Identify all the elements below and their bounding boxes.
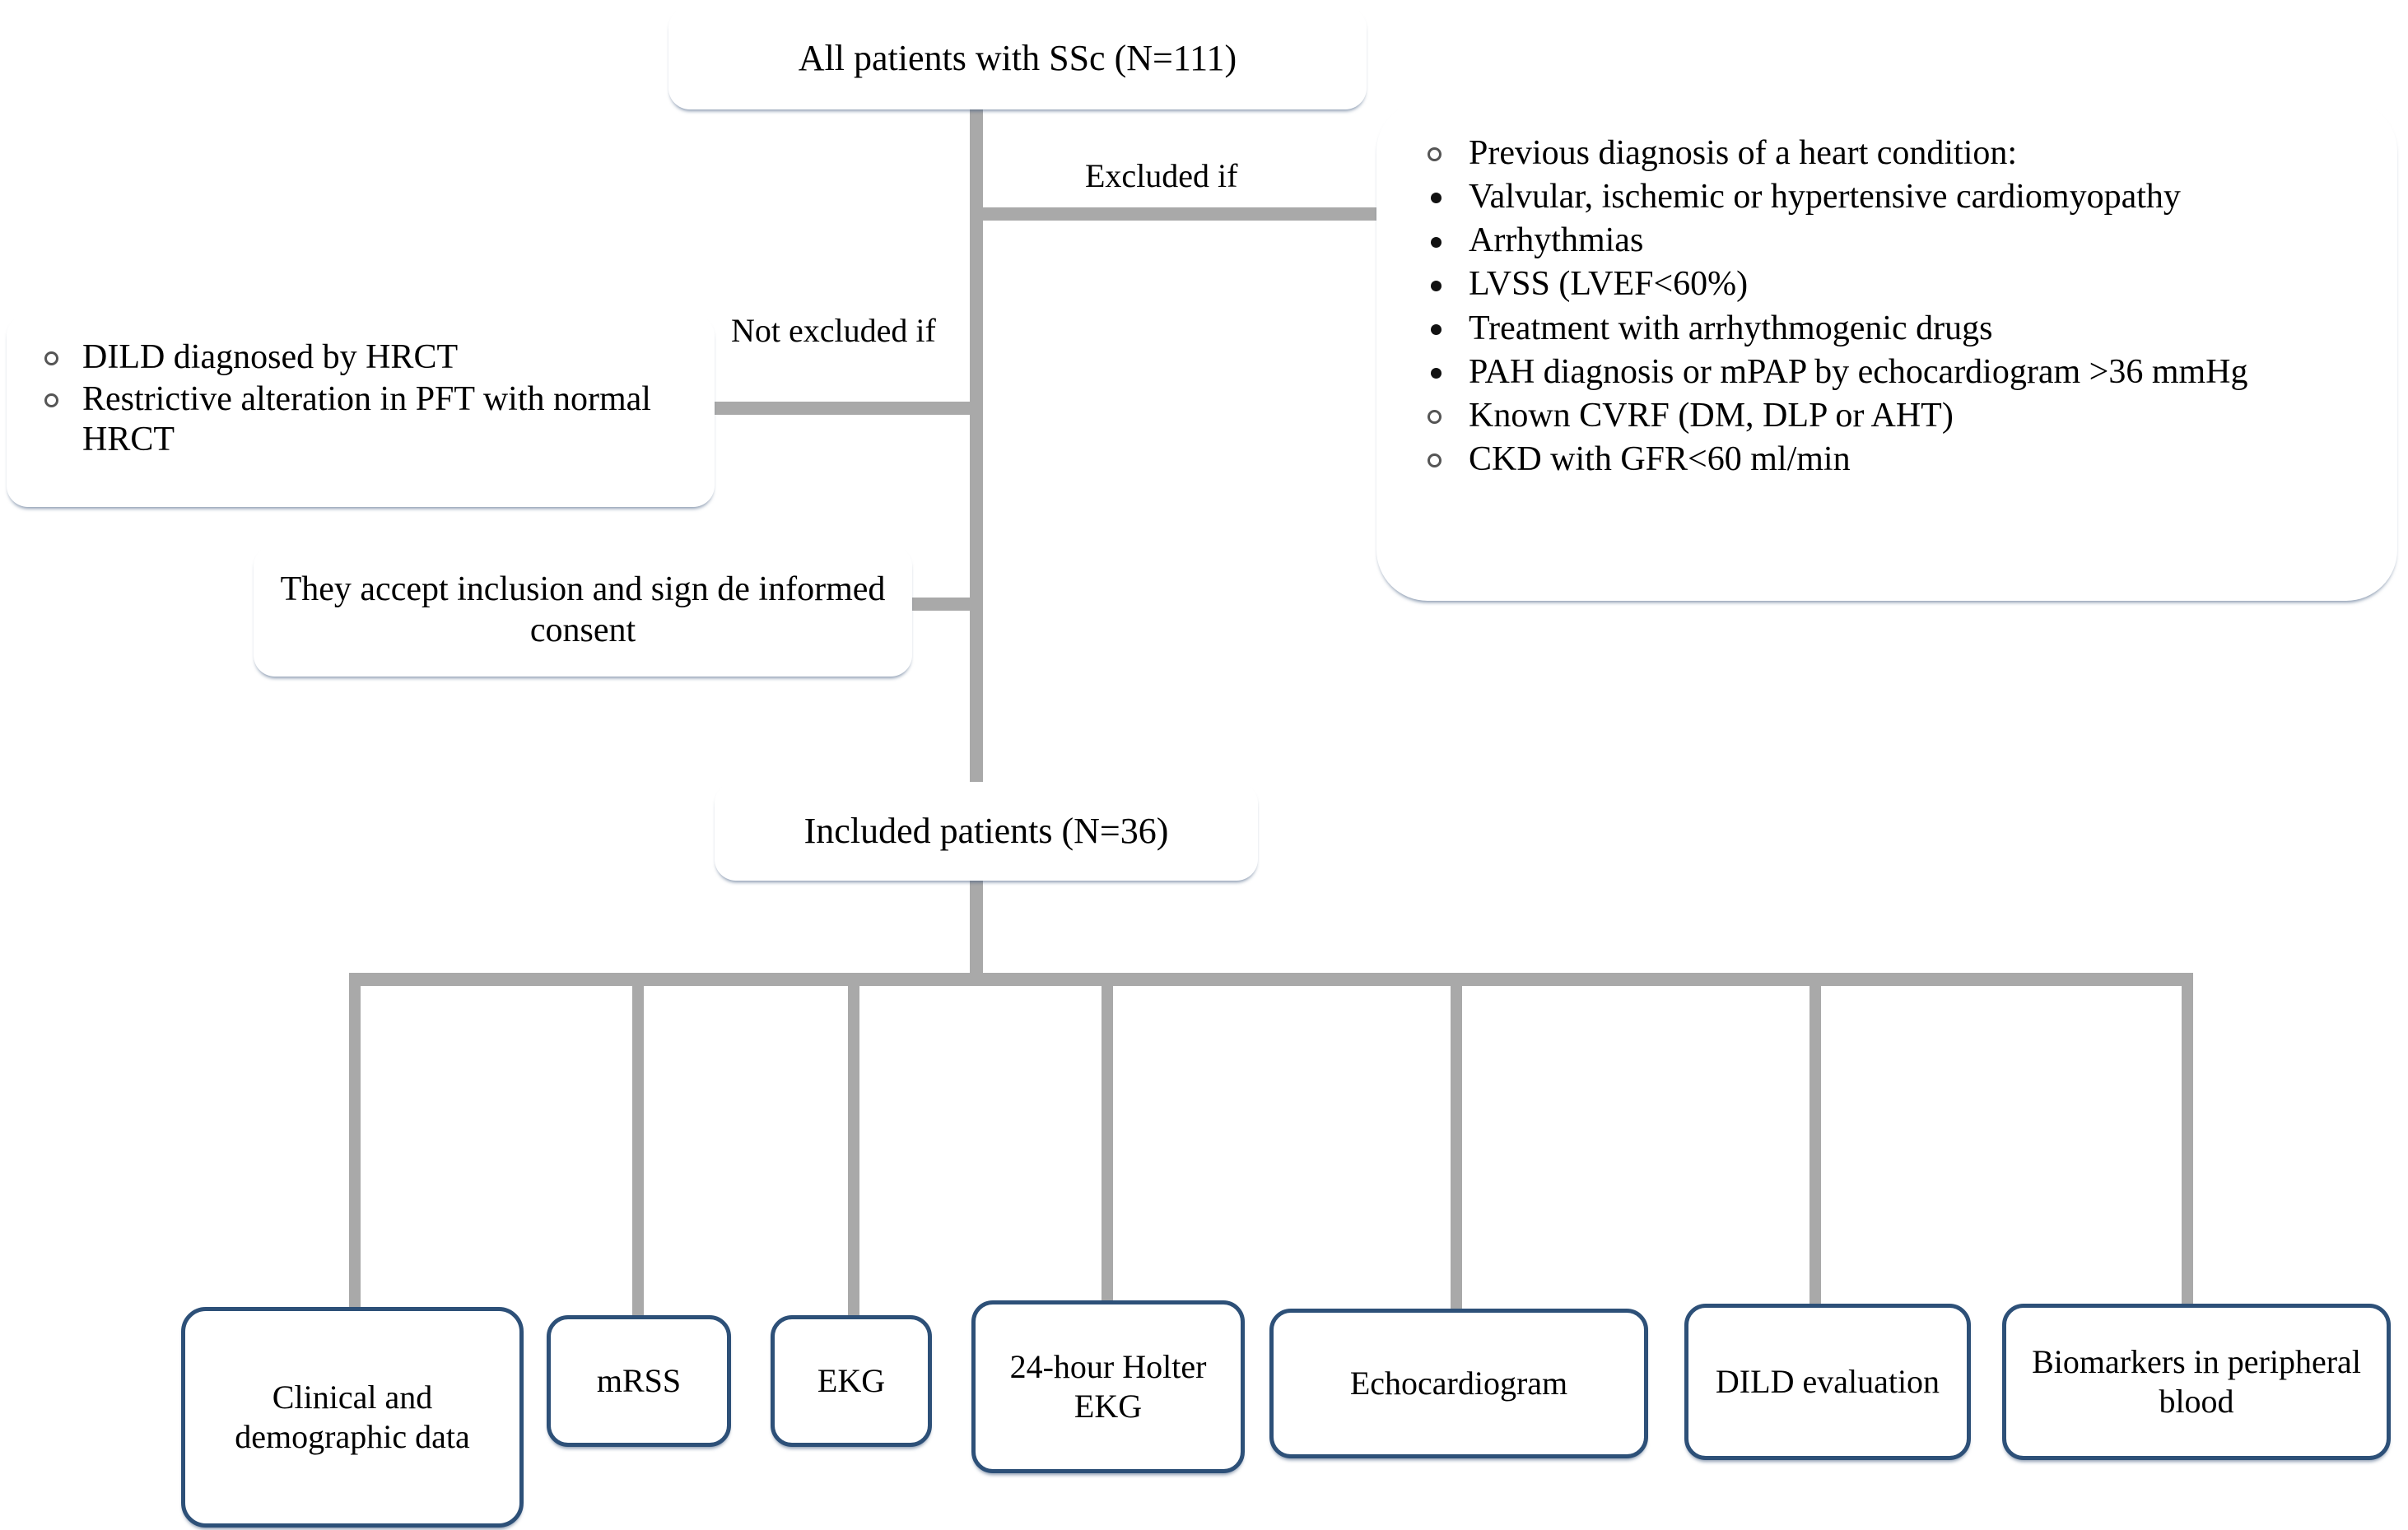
node-assessment-label: DILD evaluation — [1715, 1363, 1940, 1400]
exclusion-criteria-item: Treatment with arrhythmogenic drugs — [1414, 309, 2369, 349]
connector-drop-2 — [632, 973, 644, 1317]
connector-to-exclusion — [970, 207, 1381, 221]
edge-label-excluded-if: Excluded if — [1085, 156, 1238, 195]
connector-drop-7 — [2182, 973, 2193, 1305]
node-assessment-label: EKG — [817, 1362, 886, 1399]
node-assessment-dild-evaluation: DILD evaluation — [1684, 1304, 1971, 1460]
exclusion-criteria-item: LVSS (LVEF<60%) — [1414, 264, 2369, 305]
edge-label-excluded-if-text: Excluded if — [1085, 157, 1238, 194]
connector-drop-3 — [848, 973, 859, 1317]
node-all-patients-label: All patients with SSc (N=111) — [798, 37, 1237, 78]
exclusion-criteria-item-text: Treatment with arrhythmogenic drugs — [1469, 309, 1993, 347]
exclusion-criteria-item: PAH diagnosis or mPAP by echocardiogram … — [1414, 352, 2369, 393]
exclusion-criteria-item-text: Previous diagnosis of a heart condition: — [1469, 134, 2018, 172]
node-exclusion-criteria: Previous diagnosis of a heart condition:… — [1376, 100, 2397, 601]
connector-drop-6 — [1809, 973, 1821, 1305]
node-assessment-ekg: EKG — [771, 1315, 932, 1447]
node-assessment-holter-ekg: 24-hour Holter EKG — [971, 1300, 1245, 1473]
inclusion-criteria-list: DILD diagnosed by HRCT Restrictive altera… — [31, 337, 698, 460]
exclusion-criteria-item: Arrhythmias — [1414, 221, 2369, 261]
node-assessment-label: mRSS — [596, 1362, 682, 1399]
node-inclusion-criteria: DILD diagnosed by HRCT Restrictive altera… — [7, 314, 715, 507]
connector-trunk-lower — [970, 881, 983, 979]
exclusion-criteria-item-text: Valvular, ischemic or hypertensive cardi… — [1469, 178, 2181, 216]
exclusion-criteria-item-text: Known CVRF (DM, DLP or AHT) — [1469, 396, 1954, 435]
inclusion-criteria-item: Restrictive alteration in PFT with norma… — [31, 379, 698, 460]
exclusion-criteria-list: Previous diagnosis of a heart condition:… — [1414, 133, 2369, 480]
exclusion-criteria-item: CKD with GFR<60 ml/min — [1414, 439, 2369, 480]
exclusion-criteria-item-text: LVSS (LVEF<60%) — [1469, 265, 1749, 304]
edge-label-not-excluded-if: Not excluded if — [731, 311, 936, 350]
node-assessment-label: Clinical and demographic data — [235, 1379, 470, 1455]
connector-drop-4 — [1102, 973, 1113, 1302]
connector-to-consent — [906, 598, 981, 611]
node-informed-consent: They accept inclusion and sign de inform… — [254, 545, 912, 677]
connector-distribution-bar — [349, 973, 2193, 986]
node-all-patients: All patients with SSc (N=111) — [668, 7, 1367, 109]
edge-label-not-excluded-if-text: Not excluded if — [731, 312, 936, 349]
node-included-patients: Included patients (N=36) — [715, 782, 1258, 881]
exclusion-criteria-item-text: CKD with GFR<60 ml/min — [1469, 439, 1851, 478]
exclusion-criteria-item-text: PAH diagnosis or mPAP by echocardiogram … — [1469, 352, 2248, 391]
node-assessment-mrss: mRSS — [547, 1315, 731, 1447]
connector-drop-5 — [1451, 973, 1462, 1310]
exclusion-criteria-item: Previous diagnosis of a heart condition: — [1414, 133, 2369, 174]
inclusion-criteria-item-text: Restrictive alteration in PFT with norma… — [82, 380, 651, 459]
node-assessment-label: 24-hour Holter EKG — [1009, 1348, 1207, 1425]
exclusion-criteria-item: Valvular, ischemic or hypertensive cardi… — [1414, 177, 2369, 217]
node-assessment-clinical-demographic-data: Clinical and demographic data — [181, 1307, 524, 1528]
inclusion-criteria-item-text: DILD diagnosed by HRCT — [82, 338, 459, 376]
node-assessment-echocardiogram: Echocardiogram — [1269, 1309, 1648, 1458]
node-assessment-label: Biomarkers in peripheral blood — [2032, 1343, 2361, 1420]
node-informed-consent-label: They accept inclusion and sign de inform… — [280, 570, 886, 649]
connector-to-inclusion — [711, 402, 980, 415]
connector-drop-1 — [349, 973, 361, 1309]
exclusion-criteria-item-text: Arrhythmias — [1469, 221, 1644, 260]
node-assessment-biomarkers: Biomarkers in peripheral blood — [2002, 1304, 2391, 1460]
exclusion-criteria-item: Known CVRF (DM, DLP or AHT) — [1414, 396, 2369, 436]
connector-trunk-main — [970, 109, 983, 784]
node-assessment-label: Echocardiogram — [1349, 1365, 1568, 1402]
node-included-patients-label: Included patients (N=36) — [803, 811, 1169, 852]
inclusion-criteria-item: DILD diagnosed by HRCT — [31, 337, 698, 378]
